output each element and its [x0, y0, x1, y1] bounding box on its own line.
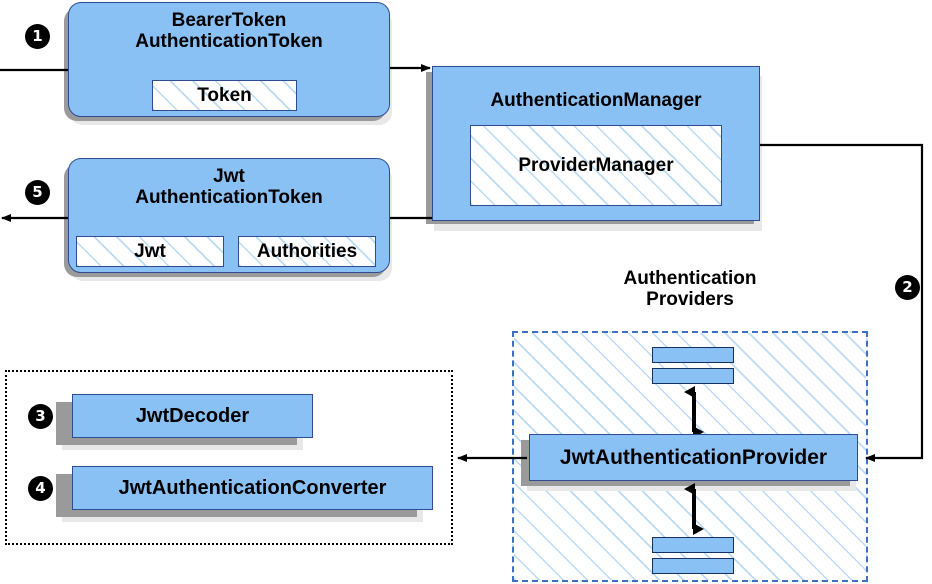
jwt-token-inner-jwt-box[interactable]: Jwt: [76, 236, 224, 267]
jwt-authentication-converter-label: JwtAuthenticationConverter: [118, 476, 387, 499]
provider-stub-bottom-2: [652, 558, 734, 574]
authentication-providers-caption: Authentication Providers: [560, 268, 820, 311]
step-bullet-1: ❶1: [25, 24, 50, 49]
step-bullet-2: 2: [895, 275, 920, 300]
jwt-authentication-provider-box[interactable]: JwtAuthenticationProvider: [529, 434, 858, 481]
authentication-manager-title: AuthenticationManager: [490, 90, 702, 111]
arrow-manager-to-provider: [760, 143, 924, 462]
jwt-token-inner-jwt-label: Jwt: [134, 240, 166, 262]
jwt-components-container: [5, 370, 453, 545]
step-bullet-3: 3: [28, 404, 53, 429]
providers-caption-line2: Providers: [646, 289, 734, 311]
step-bullet-5: 5: [25, 180, 50, 205]
provider-stub-bottom-1: [652, 537, 734, 553]
jwt-token-inner-authorities-label: Authorities: [256, 240, 358, 262]
jwt-token-title-line1: Jwt: [213, 166, 245, 187]
providers-caption-line1: Authentication: [623, 268, 757, 289]
jwt-authentication-provider-label: JwtAuthenticationProvider: [559, 445, 828, 469]
provider-manager-box[interactable]: ProviderManager: [470, 125, 722, 206]
jwt-authentication-converter-box[interactable]: JwtAuthenticationConverter: [72, 466, 433, 510]
jwt-token-inner-authorities-box[interactable]: Authorities: [238, 236, 376, 267]
bearer-token-inner-token-box[interactable]: Token: [152, 80, 297, 111]
provider-stub-top-1: [652, 347, 734, 363]
jwt-decoder-label: JwtDecoder: [135, 404, 250, 427]
provider-stub-top-2: [652, 368, 734, 384]
jwt-decoder-box[interactable]: JwtDecoder: [72, 394, 313, 438]
provider-manager-label: ProviderManager: [518, 154, 674, 176]
bearer-token-inner-label: Token: [197, 84, 252, 106]
jwt-token-title-line2: AuthenticationToken: [135, 187, 323, 209]
bearer-token-title-line1: BearerToken: [171, 10, 287, 31]
bearer-token-authentication-token-box[interactable]: BearerToken AuthenticationToken: [68, 2, 390, 117]
bearer-token-title-line2: AuthenticationToken: [135, 31, 323, 53]
step-bullet-4: 4: [28, 476, 53, 501]
